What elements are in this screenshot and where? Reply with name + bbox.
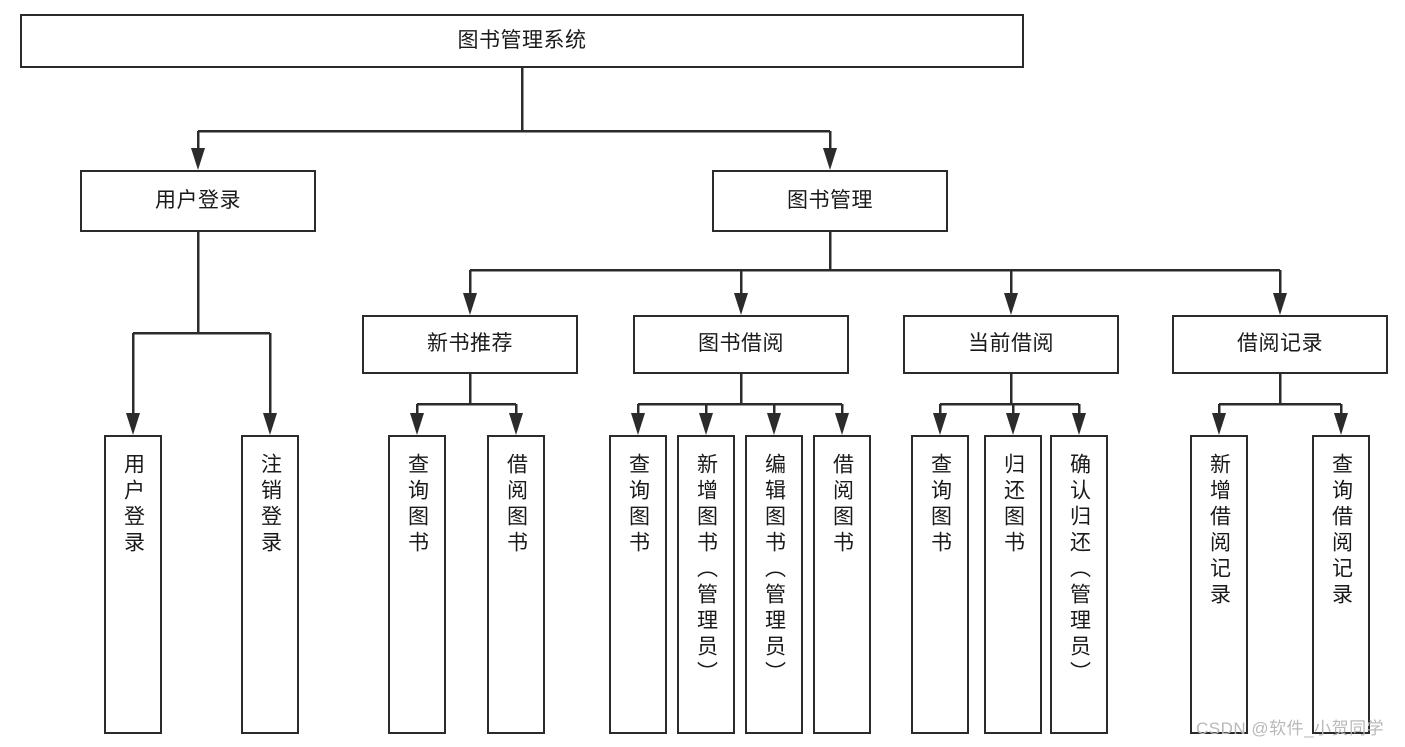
node-label: 注销登录 bbox=[258, 453, 282, 557]
node-label: 查询借阅记录 bbox=[1329, 453, 1353, 609]
node-label: 当前借阅 bbox=[968, 332, 1054, 356]
node-label: 归还图书 bbox=[1001, 453, 1025, 557]
node-label: 借阅图书 bbox=[504, 453, 528, 557]
node-label: 新增借阅记录 bbox=[1207, 453, 1231, 609]
node-label: 图书借阅 bbox=[698, 332, 784, 356]
node-user_login: 用户登录 bbox=[80, 170, 316, 232]
node-leaf_add: 新增图书（管理员） bbox=[677, 435, 735, 734]
node-leaf_b2: 借阅图书 bbox=[813, 435, 871, 734]
node-leaf_addrec: 新增借阅记录 bbox=[1190, 435, 1248, 734]
node-leaf_edit: 编辑图书（管理员） bbox=[745, 435, 803, 734]
node-label: 用户登录 bbox=[155, 188, 241, 212]
node-label: 查询图书 bbox=[928, 453, 952, 557]
node-label: 查询图书 bbox=[626, 453, 650, 557]
node-leaf_qrec: 查询借阅记录 bbox=[1312, 435, 1370, 734]
node-new_book_rec: 新书推荐 bbox=[362, 315, 578, 374]
node-label: 图书管理系统 bbox=[457, 28, 587, 52]
node-label: 借阅记录 bbox=[1237, 332, 1323, 356]
node-leaf_login: 用户登录 bbox=[104, 435, 162, 734]
node-book_mgmt: 图书管理 bbox=[712, 170, 948, 232]
node-leaf_logout: 注销登录 bbox=[241, 435, 299, 734]
node-label: 新书推荐 bbox=[427, 332, 513, 356]
node-borrow_rec: 借阅记录 bbox=[1172, 315, 1388, 374]
node-label: 查询图书 bbox=[405, 453, 429, 557]
edge-layer bbox=[126, 68, 1348, 435]
node-label: 新增图书（管理员） bbox=[694, 453, 718, 687]
node-cur_borrow: 当前借阅 bbox=[903, 315, 1119, 374]
node-label: 确认归还（管理员） bbox=[1067, 453, 1091, 687]
node-leaf_q3: 查询图书 bbox=[911, 435, 969, 734]
node-leaf_confirm: 确认归还（管理员） bbox=[1050, 435, 1108, 734]
node-leaf_return: 归还图书 bbox=[984, 435, 1042, 734]
node-label: 用户登录 bbox=[121, 453, 145, 557]
node-leaf_b1: 借阅图书 bbox=[487, 435, 545, 734]
node-leaf_q1: 查询图书 bbox=[388, 435, 446, 734]
node-root: 图书管理系统 bbox=[20, 14, 1024, 68]
node-label: 图书管理 bbox=[787, 188, 873, 212]
node-leaf_q2: 查询图书 bbox=[609, 435, 667, 734]
node-label: 编辑图书（管理员） bbox=[762, 453, 786, 687]
node-book_borrow: 图书借阅 bbox=[633, 315, 849, 374]
node-label: 借阅图书 bbox=[830, 453, 854, 557]
